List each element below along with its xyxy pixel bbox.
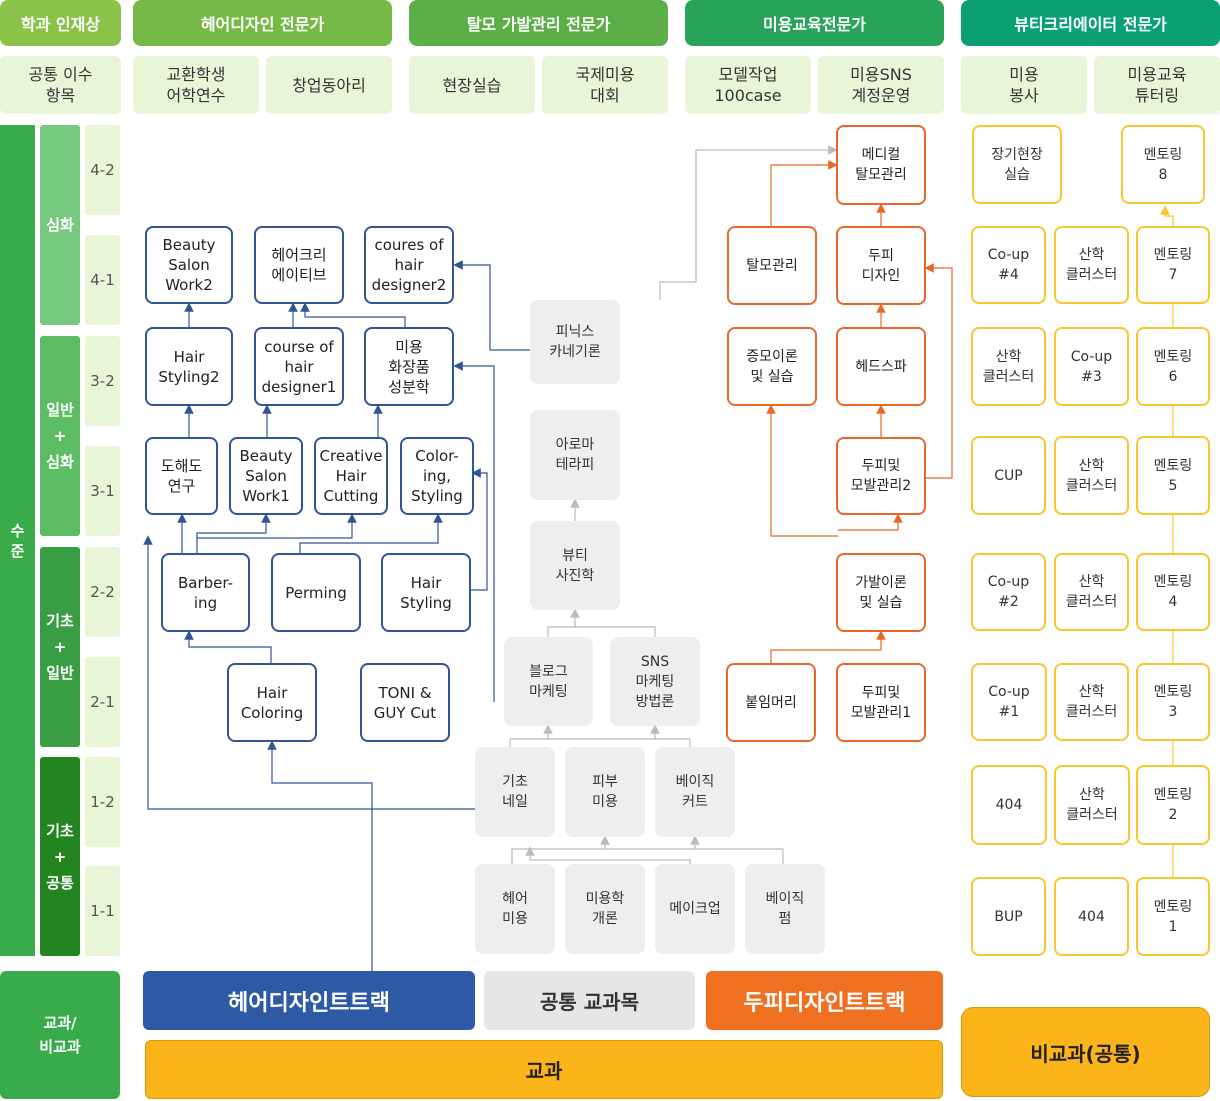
extra-mentoring-3[interactable]: 멘토링 3 xyxy=(1136,663,1210,741)
course-medical-hairloss[interactable]: 메디컬 탈모관리 xyxy=(836,125,926,205)
extra-cup[interactable]: CUP xyxy=(971,436,1046,515)
level-1-1: 1-1 xyxy=(85,866,120,956)
sub-sns-account: 미용SNS 계정운영 xyxy=(818,56,944,114)
course-basic-perm[interactable]: 베이직 펌 xyxy=(745,864,825,954)
course-hairloss-care[interactable]: 탈모관리 xyxy=(727,226,817,305)
extra-404[interactable]: 404 xyxy=(971,765,1047,845)
level-1-2: 1-2 xyxy=(85,757,120,847)
legend-scalp-track: 두피디자인트트랙 xyxy=(706,971,943,1030)
group-general-advanced: 일반 + 심화 xyxy=(40,336,80,536)
group-basic-general: 기초 + 일반 xyxy=(40,547,80,747)
course-cosmetic-ingredients[interactable]: 미용 화장품 성분학 xyxy=(364,327,454,406)
course-beauty-salon-work2[interactable]: Beauty Salon Work2 xyxy=(145,226,233,304)
extra-coup-1[interactable]: Co-up #1 xyxy=(971,663,1047,741)
course-basic-cut[interactable]: 베이직 커트 xyxy=(655,747,735,837)
course-basic-nail[interactable]: 기초 네일 xyxy=(475,747,555,837)
course-hair-creative[interactable]: 헤어크리 에이티브 xyxy=(254,226,344,304)
header-education-expert: 미용교육전문가 xyxy=(685,0,944,46)
course-sns-marketing[interactable]: SNS 마케팅 방법론 xyxy=(610,637,700,726)
course-blog-marketing[interactable]: 블로그 마케팅 xyxy=(504,637,593,726)
header-beauty-creator-expert: 뷰티크리에이터 전문가 xyxy=(961,0,1220,46)
course-makeup[interactable]: 메이크업 xyxy=(655,864,735,954)
extra-industry-cluster[interactable]: 산학 클러스터 xyxy=(1054,436,1129,515)
extra-mentoring-7[interactable]: 멘토링 7 xyxy=(1136,226,1210,304)
sub-startup-club: 창업동아리 xyxy=(266,56,392,114)
sub-tutoring: 미용교육 튜터링 xyxy=(1094,56,1220,114)
course-toni-guy-cut[interactable]: TONI & GUY Cut xyxy=(360,663,450,742)
legend-hair-track: 헤어디자인트트랙 xyxy=(143,971,475,1030)
course-scalp-hair-care2[interactable]: 두피및 모발관리2 xyxy=(836,437,926,515)
sub-model-work: 모델작업 100case xyxy=(685,56,811,114)
extra-industry-cluster[interactable]: 산학 클러스터 xyxy=(1054,765,1130,845)
level-4-2: 4-2 xyxy=(85,125,120,215)
course-beauty-intro[interactable]: 미용학 개론 xyxy=(565,864,645,954)
sub-volunteer: 미용 봉사 xyxy=(961,56,1087,114)
legend-curricular: 교과 xyxy=(145,1040,943,1099)
extra-coup-4[interactable]: Co-up #4 xyxy=(971,226,1046,304)
header-scalp-wig-expert: 탈모 가발관리 전문가 xyxy=(409,0,668,46)
extra-industry-cluster[interactable]: 산학 클러스터 xyxy=(1054,553,1129,631)
sub-field-practice: 현장실습 xyxy=(409,56,535,114)
extra-industry-cluster[interactable]: 산학 클러스터 xyxy=(1054,663,1129,741)
group-basic-common: 기초 + 공통 xyxy=(40,757,80,956)
level-axis: 수 준 xyxy=(0,125,35,956)
course-hair-coloring[interactable]: Hair Coloring xyxy=(227,663,317,742)
course-hair-extension-theory[interactable]: 증모이론 및 실습 xyxy=(727,327,817,406)
header-talent: 학과 인재상 xyxy=(0,0,121,46)
group-advanced: 심화 xyxy=(40,125,80,325)
course-skin-care[interactable]: 피부 미용 xyxy=(565,747,645,837)
level-3-2: 3-2 xyxy=(85,336,120,426)
sub-common-items: 공통 이수 항목 xyxy=(0,56,121,114)
sub-intl-contest: 국제미용 대회 xyxy=(542,56,668,114)
course-head-spa[interactable]: 헤드스파 xyxy=(836,327,926,406)
extra-coup-2[interactable]: Co-up #2 xyxy=(971,553,1046,631)
course-hair-styling[interactable]: Hair Styling xyxy=(381,553,471,632)
course-dohaedo-study[interactable]: 도해도 연구 xyxy=(145,437,218,515)
extra-404[interactable]: 404 xyxy=(1054,877,1129,956)
course-barbering[interactable]: Barber- ing xyxy=(161,553,250,632)
sub-exchange-student: 교환학생 어학연수 xyxy=(133,56,259,114)
course-wig-theory[interactable]: 가발이론 및 실습 xyxy=(836,553,926,632)
extra-coup-3[interactable]: Co-up #3 xyxy=(1054,327,1129,406)
level-3-1: 3-1 xyxy=(85,446,120,536)
course-hair-attachment[interactable]: 붙임머리 xyxy=(726,663,816,742)
curricular-label: 교과/ 비교과 xyxy=(0,971,120,1099)
course-hair-styling2[interactable]: Hair Styling2 xyxy=(145,327,233,406)
extra-bup[interactable]: BUP xyxy=(971,877,1046,956)
course-beauty-salon-work1[interactable]: Beauty Salon Work1 xyxy=(229,437,303,515)
course-hair-beauty[interactable]: 헤어 미용 xyxy=(475,864,555,954)
extra-mentoring-6[interactable]: 멘토링 6 xyxy=(1136,327,1210,406)
course-creative-hair-cutting[interactable]: Creative Hair Cutting xyxy=(314,437,388,515)
course-beauty-photography[interactable]: 뷰티 사진학 xyxy=(530,521,620,610)
course-scalp-hair-care1[interactable]: 두피및 모발관리1 xyxy=(836,663,926,742)
course-hair-designer1[interactable]: course of hair designer1 xyxy=(254,327,344,406)
course-hair-designer2[interactable]: coures of hair designer2 xyxy=(364,226,454,304)
course-aroma-therapy[interactable]: 아로마 테라피 xyxy=(530,410,620,500)
course-scalp-design[interactable]: 두피 디자인 xyxy=(836,226,926,305)
course-coloring-styling[interactable]: Color- ing, Styling xyxy=(400,437,474,515)
extra-mentoring-4[interactable]: 멘토링 4 xyxy=(1136,553,1210,631)
level-2-1: 2-1 xyxy=(85,657,120,747)
legend-common-courses: 공통 교과목 xyxy=(484,971,695,1030)
extra-mentoring-8[interactable]: 멘토링 8 xyxy=(1121,125,1205,204)
extra-mentoring-5[interactable]: 멘토링 5 xyxy=(1136,436,1210,515)
extra-mentoring-1[interactable]: 멘토링 1 xyxy=(1136,877,1210,956)
course-phoenix-carnegie[interactable]: 피닉스 카네기론 xyxy=(530,300,620,384)
level-4-1: 4-1 xyxy=(85,235,120,325)
extra-mentoring-2[interactable]: 멘토링 2 xyxy=(1136,765,1210,845)
extra-industry-cluster[interactable]: 산학 클러스터 xyxy=(971,327,1046,406)
course-perming[interactable]: Perming xyxy=(271,553,361,632)
legend-extracurricular: 비교과(공통) xyxy=(961,1007,1210,1097)
extra-long-field-practice[interactable]: 장기현장 실습 xyxy=(972,125,1062,204)
header-hair-design-expert: 헤어디자인 전문가 xyxy=(133,0,392,46)
level-2-2: 2-2 xyxy=(85,547,120,637)
extra-industry-cluster[interactable]: 산학 클러스터 xyxy=(1054,226,1129,304)
